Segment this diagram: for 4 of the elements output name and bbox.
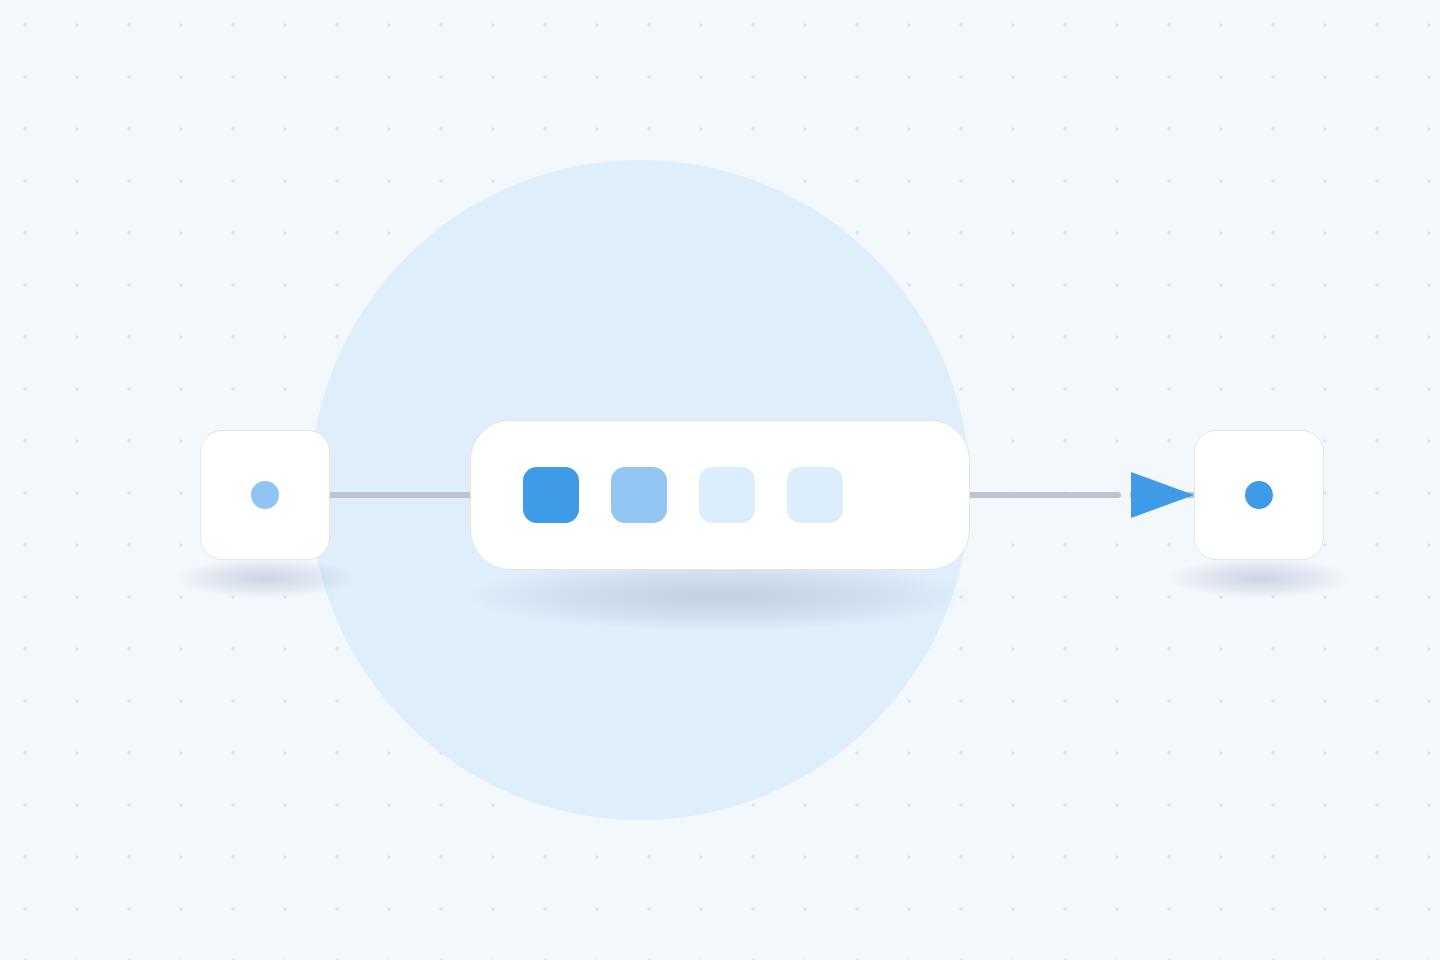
- rounded-card: [200, 430, 330, 560]
- arrow: [970, 472, 1194, 518]
- rounded-card: [1194, 430, 1324, 560]
- rounded-card: [470, 420, 970, 570]
